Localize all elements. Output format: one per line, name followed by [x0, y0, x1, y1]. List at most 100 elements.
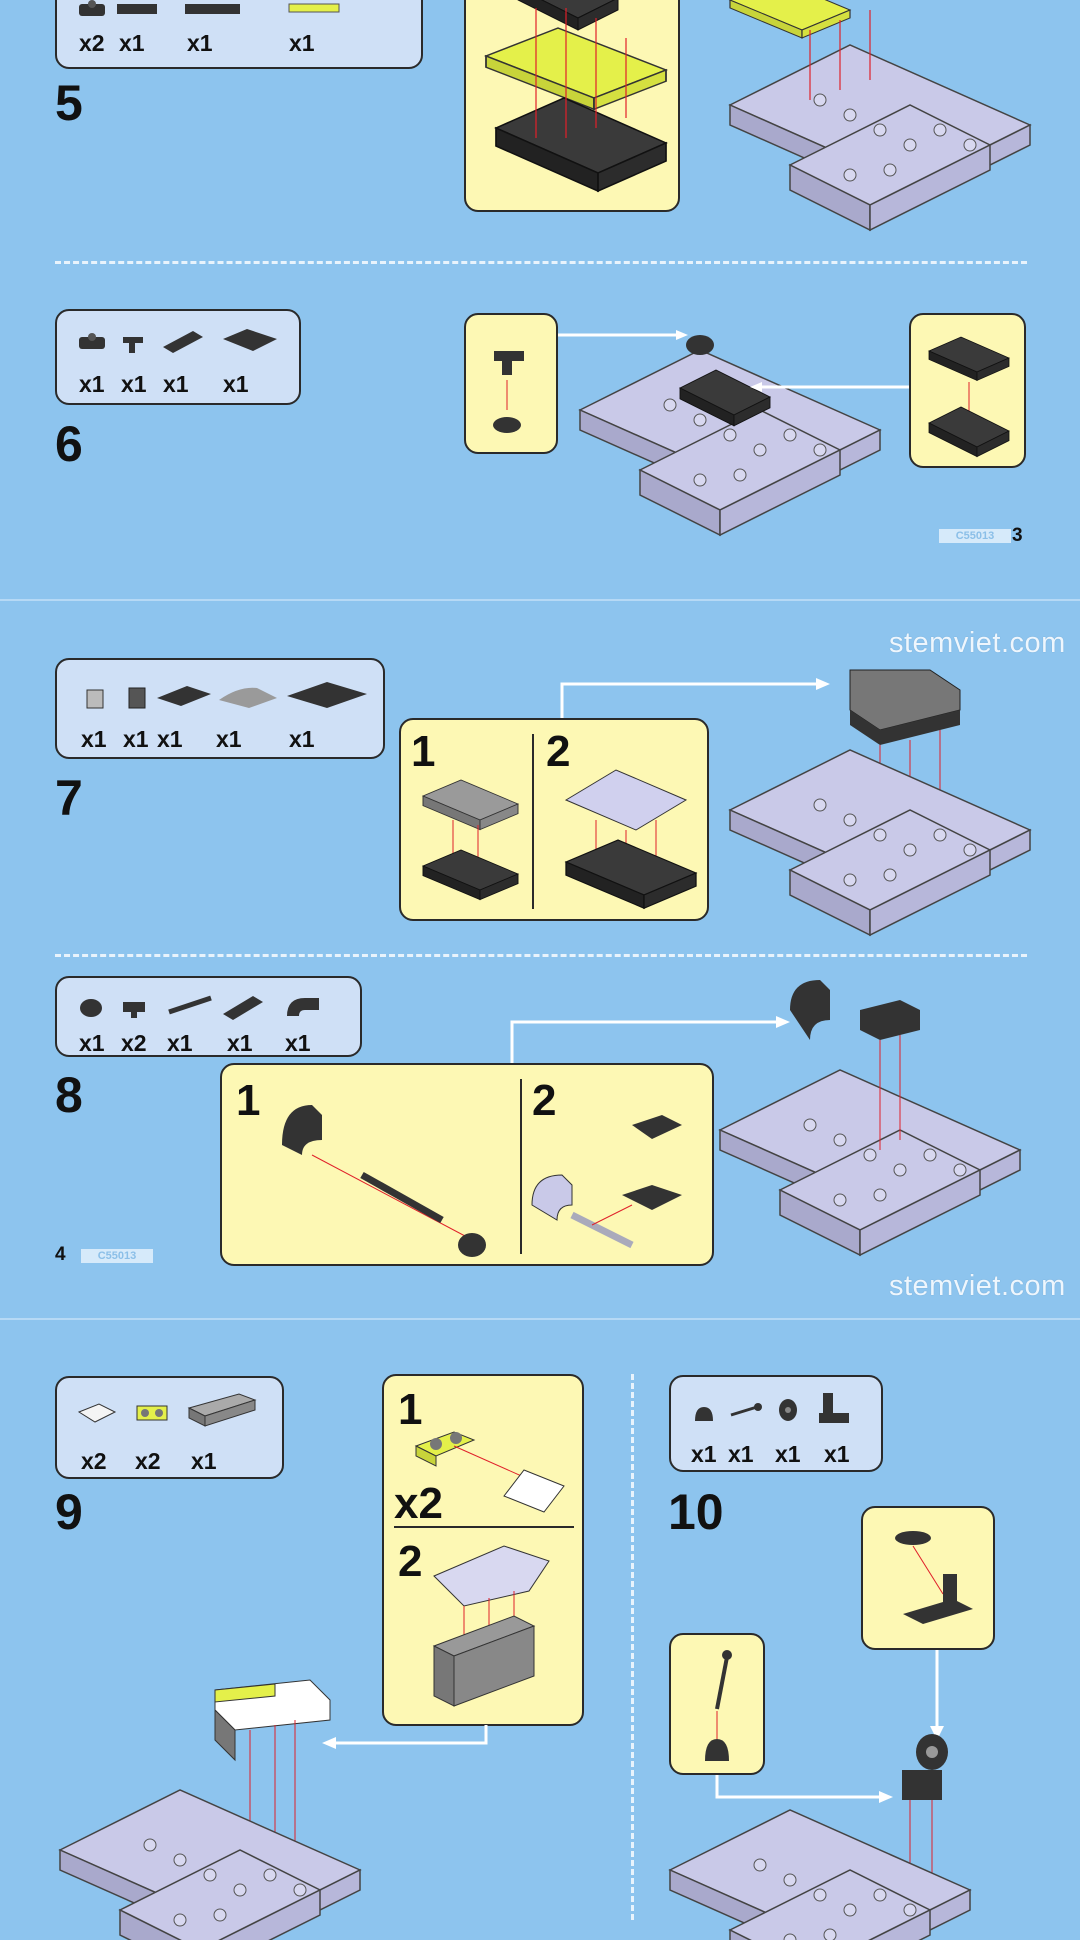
- step-7-parts-box: x1 x1 x1 x1 x1: [55, 658, 385, 759]
- lever-part-icon: [730, 1403, 762, 1417]
- step-6-right-callout: [909, 313, 1026, 468]
- step-number: 5: [55, 75, 83, 131]
- part-count: x1: [285, 1030, 311, 1056]
- substep-number: 1: [236, 1076, 261, 1125]
- watermark: stemviet.com: [889, 1270, 1066, 1302]
- tile-part-icon: [128, 687, 146, 709]
- step-divider-vertical: [631, 1374, 634, 1920]
- axle-part-icon: [168, 995, 212, 1015]
- step-8-model-illustration: [719, 980, 1021, 1256]
- substep-2-illustration: [432, 1545, 550, 1707]
- step-7-model-illustration: [729, 669, 1031, 936]
- substep-divider: [532, 734, 534, 909]
- step-number: 8: [55, 1067, 83, 1123]
- wide-plate-part-icon: [287, 682, 367, 708]
- slope-part-icon: [163, 331, 203, 353]
- step-5-callout: [464, 0, 680, 212]
- step-10-left-callout: [669, 1633, 765, 1775]
- substep-divider: [394, 1526, 574, 1528]
- dark-plate-long-part-icon: [185, 4, 240, 14]
- round-brick-part-icon: [79, 333, 105, 349]
- page-number: 3: [1012, 525, 1023, 546]
- substep-multiplier: x2: [394, 1479, 443, 1528]
- part-count: x1: [121, 371, 147, 397]
- step-8-parts-box: x1 x2 x1 x1 x1: [55, 976, 362, 1057]
- step-9-model-illustration: [59, 1679, 361, 1940]
- white-slope-part-icon: [77, 1403, 117, 1423]
- step-10-model-illustration: [669, 1734, 971, 1940]
- wheel-part-icon: [779, 1399, 797, 1421]
- page-break: [0, 1318, 1080, 1320]
- part-count: x1: [775, 1441, 801, 1467]
- callout-arrow: [930, 1650, 944, 1740]
- substep-number: 1: [398, 1385, 423, 1434]
- substep-1-illustration: [282, 1105, 486, 1257]
- part-count: x2: [135, 1448, 161, 1474]
- step-10-top-callout: [861, 1506, 995, 1650]
- part-count: x1: [119, 30, 145, 56]
- round-tile-part-icon: [695, 1407, 713, 1421]
- step-8-callout: 1 2: [220, 1063, 714, 1266]
- clip-plate-part-icon: [123, 1002, 145, 1018]
- part-count: x1: [824, 1441, 850, 1467]
- callout-arrow: [322, 1725, 488, 1749]
- part-count: x1: [163, 371, 189, 397]
- step-number: 9: [55, 1484, 83, 1540]
- step-5-parts-box: x2 x1 x1 x1: [55, 0, 423, 69]
- substep-2-illustration: [531, 1115, 682, 1249]
- round-plate-part-icon: [79, 0, 105, 16]
- watermark: stemviet.com: [889, 627, 1066, 659]
- slope-illustration: [928, 336, 1010, 458]
- part-count: x2: [81, 1448, 107, 1474]
- substep-divider: [520, 1079, 522, 1254]
- model-code-label: C55013: [81, 1249, 153, 1263]
- substep-1-illustration: [422, 779, 519, 901]
- step-6-model-illustration: [579, 335, 881, 536]
- page-number: 4: [55, 1244, 66, 1265]
- part-count: x1: [79, 371, 105, 397]
- part-count: x1: [289, 726, 315, 752]
- tile-part-icon: [86, 689, 104, 709]
- substep-number: 1: [411, 727, 436, 776]
- dark-plate-part-icon: [157, 686, 211, 706]
- curved-tube-part-icon: [287, 998, 319, 1016]
- step-7-callout: 1 2: [399, 718, 709, 921]
- step-10-parts-box: x1 x1 x1 x1: [669, 1375, 883, 1472]
- step-number: 7: [55, 770, 83, 826]
- part-count: x1: [191, 1448, 217, 1474]
- part-count: x1: [81, 726, 107, 752]
- step-number: 6: [55, 416, 83, 472]
- substep-1-illustration: [414, 1431, 565, 1513]
- part-count: x1: [691, 1441, 717, 1467]
- wheel-bracket-illustration: [895, 1531, 973, 1624]
- curved-slope-part-icon: [219, 687, 277, 708]
- step-9-parts-box: x2 x2 x1: [55, 1376, 284, 1479]
- step-6-left-callout: [464, 313, 558, 454]
- part-count: x1: [289, 30, 315, 56]
- part-count: x1: [227, 1030, 253, 1056]
- lime-plate-part-icon: [288, 3, 340, 13]
- step-divider: [55, 261, 1027, 264]
- callout-arrow: [558, 330, 688, 340]
- model-code-label: C55013: [939, 529, 1011, 543]
- part-count: x2: [121, 1030, 147, 1056]
- part-count: x2: [79, 30, 105, 56]
- part-count: x1: [123, 726, 149, 752]
- part-count: x1: [728, 1441, 754, 1467]
- substep-number: 2: [398, 1537, 423, 1586]
- page-break: [0, 599, 1080, 601]
- substep-number: 2: [532, 1076, 557, 1125]
- callout-arrow: [560, 678, 830, 720]
- step-9-callout: 1 x2 2: [382, 1374, 584, 1726]
- step-divider: [55, 954, 1027, 957]
- bracket-part-icon: [819, 1393, 849, 1423]
- grey-brick-part-icon: [187, 1393, 257, 1427]
- substep-2-illustration: [564, 769, 697, 909]
- step-number: 10: [668, 1484, 724, 1540]
- part-count: x1: [223, 371, 249, 397]
- part-count: x1: [167, 1030, 193, 1056]
- assembly-arrows: [535, 8, 627, 138]
- callout-arrow: [715, 1775, 893, 1803]
- wedge-plate-part-icon: [223, 329, 277, 351]
- callout-arrow: [750, 382, 910, 392]
